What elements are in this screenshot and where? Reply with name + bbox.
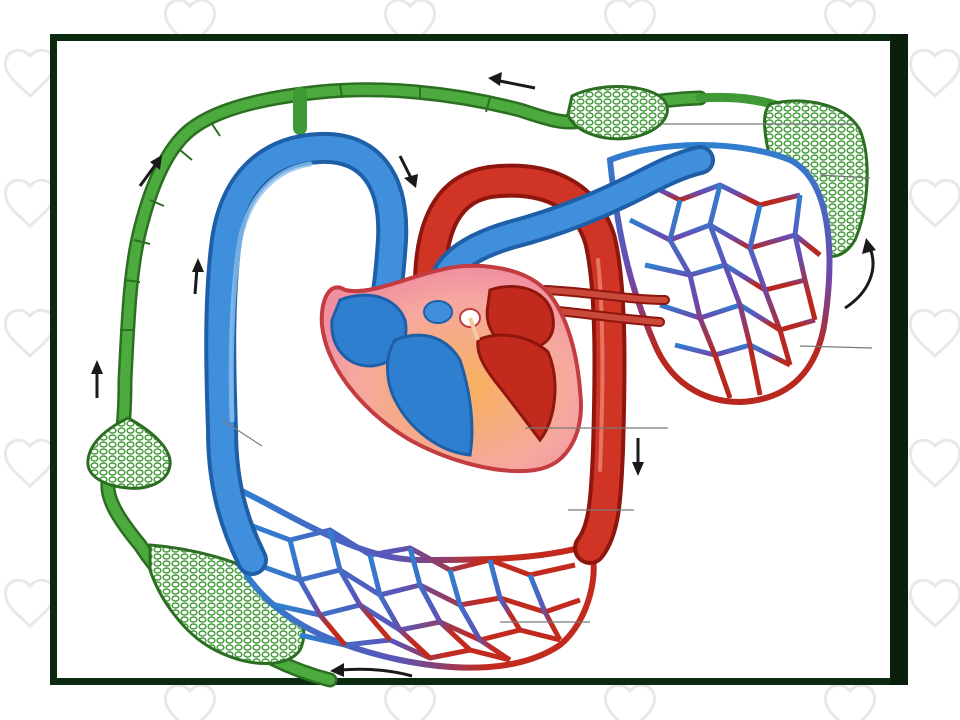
capillary-bed-upper: [606, 142, 833, 406]
systemic-artery: [412, 163, 627, 565]
left-atrium: [485, 285, 555, 351]
arrow-icon: [398, 155, 418, 188]
pulmonary-valve: [423, 300, 453, 324]
arrow-icon: [632, 438, 644, 476]
flow-arrows: [91, 72, 876, 678]
arrow-icon: [91, 360, 103, 398]
arrow-icon: [330, 663, 413, 678]
right-ventricle: [386, 333, 474, 457]
arrow-icon: [488, 72, 536, 90]
heart: [319, 263, 583, 474]
lymph-capillaries-lower: [148, 543, 306, 665]
arrow-icon: [192, 258, 204, 295]
systemic-vein: [204, 131, 409, 576]
capillary-bed-lower: [233, 485, 597, 671]
left-ventricle: [476, 333, 557, 443]
arrow-icon: [844, 238, 876, 310]
leader-lines: [221, 123, 873, 623]
lymph-node-top: [566, 85, 669, 141]
lymph-node-left: [86, 416, 172, 490]
arrow-icon: [138, 155, 162, 187]
lymphatic-vessel: [100, 82, 795, 688]
pulmonary-artery: [425, 145, 715, 315]
